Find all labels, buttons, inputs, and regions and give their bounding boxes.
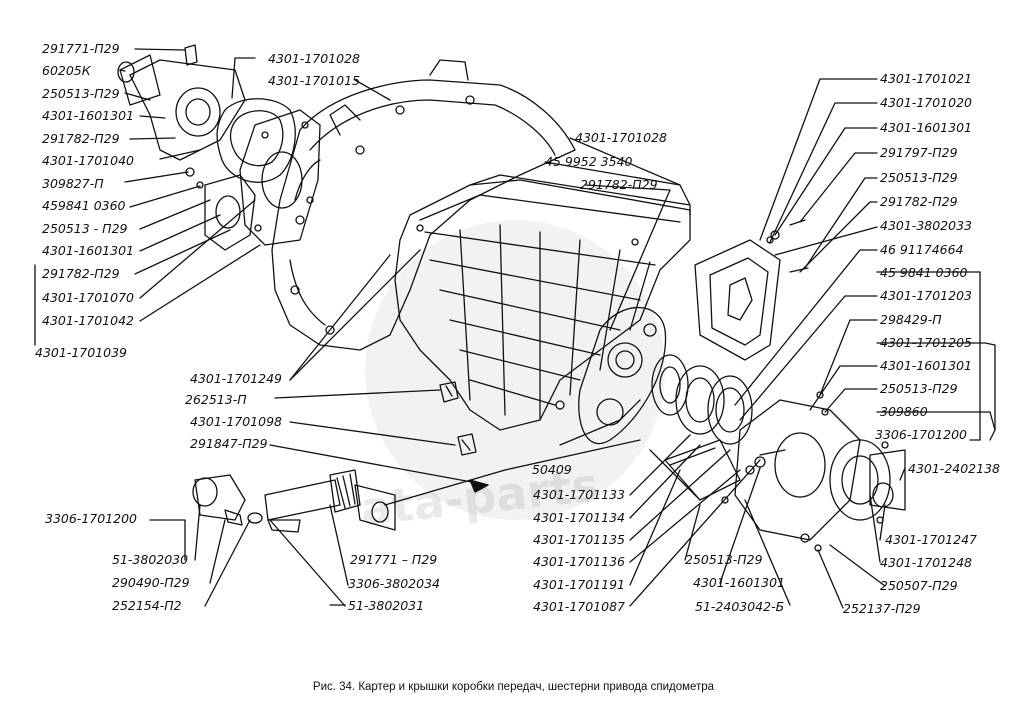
part-label: 51-3802031 xyxy=(348,598,425,613)
part-label: 3306-1701200 xyxy=(45,511,137,526)
part-label: 4301-1701070 xyxy=(42,290,134,305)
part-label: 459841 0360 xyxy=(42,198,126,213)
part-label: 4301-1701134 xyxy=(533,510,625,525)
gearbox-case xyxy=(394,179,691,431)
part-label: 4301-2402138 xyxy=(908,461,1000,476)
part-label: 252137-П29 xyxy=(843,601,921,616)
rear-seal-rings xyxy=(651,354,753,445)
part-label: 4301-1701021 xyxy=(880,71,972,86)
bell-housing xyxy=(271,79,576,351)
part-label: 4301-1601301 xyxy=(42,243,134,258)
part-label: 4301-1701028 xyxy=(575,130,667,145)
part-label: 4301-1701020 xyxy=(880,95,972,110)
part-label: 4301-1701133 xyxy=(533,487,625,502)
part-label: 45 9952 3540 xyxy=(545,154,633,169)
part-label: 291782-П29 xyxy=(580,177,658,192)
part-label: 4301-1701028 xyxy=(268,51,360,66)
part-label: 4301-1701205 xyxy=(880,335,972,350)
part-label: 4301-1701042 xyxy=(42,313,134,328)
part-label: 4301-1601301 xyxy=(42,108,134,123)
part-label: 3306-3802034 xyxy=(348,576,440,591)
part-label: 309860 xyxy=(880,404,928,419)
part-label: 252154-П2 xyxy=(112,598,182,613)
part-label: 4301-1601301 xyxy=(693,575,785,590)
part-label: 50409 xyxy=(532,462,572,477)
front-cover-plate xyxy=(239,109,321,246)
rear-top-cover xyxy=(694,239,781,361)
part-label: 250513-П29 xyxy=(880,170,958,185)
speedometer-gear-assembly xyxy=(192,469,396,533)
part-label: 4301-1701098 xyxy=(190,414,282,429)
part-label: 250513-П29 xyxy=(42,86,120,101)
part-label: 4301-1701249 xyxy=(190,371,282,386)
drain-plug xyxy=(439,381,459,403)
part-label: 45 9841 0360 xyxy=(880,265,968,280)
part-label: 4301-1701136 xyxy=(533,554,625,569)
part-label: 4301-1701135 xyxy=(533,532,625,547)
part-label: 291782-П29 xyxy=(880,194,958,209)
part-label: 60205К xyxy=(42,63,91,78)
part-label: 291797-П29 xyxy=(880,145,958,160)
part-label: 291771-П29 xyxy=(42,41,120,56)
filler-plug xyxy=(457,433,477,456)
part-label: 4301-1701247 xyxy=(885,532,977,547)
part-label: 250513-П29 xyxy=(880,381,958,396)
part-label: 4301-1701203 xyxy=(880,288,972,303)
part-label: 4301-1701191 xyxy=(533,577,625,592)
front-cover xyxy=(117,44,246,161)
part-label: 290490-П29 xyxy=(112,575,190,590)
part-label: 291771 – П29 xyxy=(350,552,438,567)
part-label: 4301-1701040 xyxy=(42,153,134,168)
part-label: 309827-П xyxy=(42,176,104,191)
front-cover-gasket xyxy=(216,98,296,183)
output-flange xyxy=(829,439,906,524)
part-label: 4301-1701087 xyxy=(533,599,625,614)
part-label: 250513 - П29 xyxy=(42,221,128,236)
part-label: 4301-1701248 xyxy=(880,555,972,570)
part-label: 291782-П29 xyxy=(42,131,120,146)
part-label: 250513-П29 xyxy=(685,552,763,567)
part-label: 46 91174664 xyxy=(880,242,964,257)
part-label: 291847-П29 xyxy=(190,436,268,451)
part-label: 262513-П xyxy=(185,392,247,407)
part-label: 3306-1701200 xyxy=(875,427,967,442)
part-label: 51-2403042-Б xyxy=(695,599,785,614)
part-label: 4301-1701039 xyxy=(35,345,127,360)
part-label: 250507-П29 xyxy=(880,578,958,593)
watermark-emblem xyxy=(365,220,665,520)
part-label: 51-3802030 xyxy=(112,552,189,567)
part-label: 291782-П29 xyxy=(42,266,120,281)
part-label: 4301-1601301 xyxy=(880,120,972,135)
figure-caption: Рис. 34. Картер и крышки коробки передач… xyxy=(312,681,715,693)
part-label: 298429-П xyxy=(880,312,942,327)
part-label: 4301-1701015 xyxy=(268,73,360,88)
part-label: 4301-1601301 xyxy=(880,358,972,373)
part-label: 4301-3802033 xyxy=(880,218,972,233)
